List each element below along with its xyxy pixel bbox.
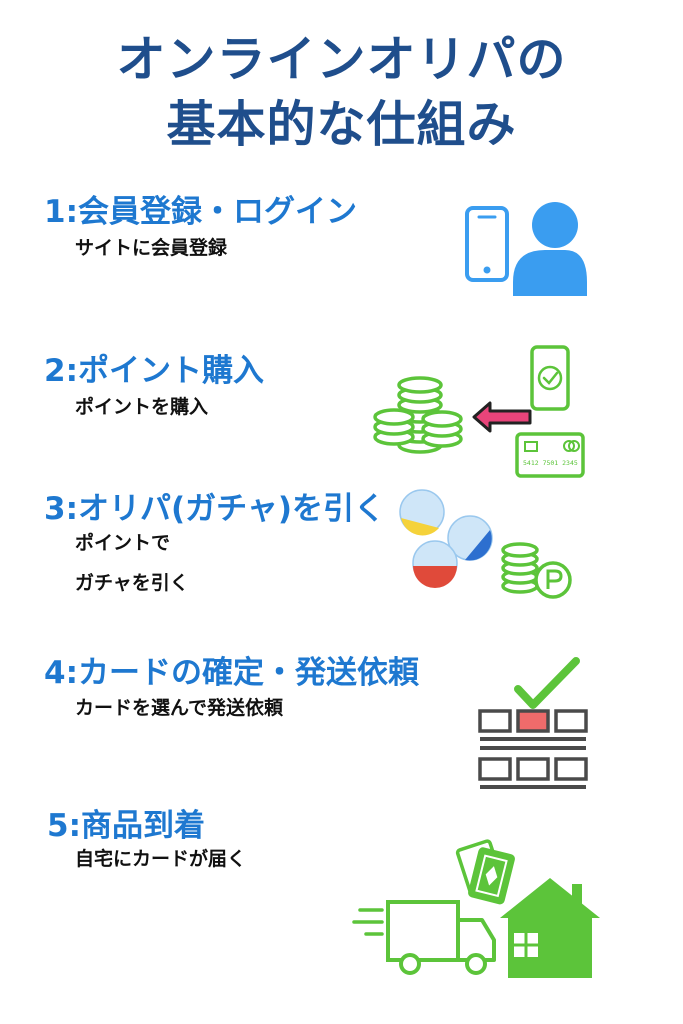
step-3-heading: 3:オリパ(ガチャ)を引く (44, 491, 385, 527)
capsule-red-icon (412, 540, 458, 588)
delivery-home-illustration (352, 839, 600, 978)
step-5-heading: 5:商品到着 (47, 808, 205, 844)
step-4-description: カードを選んで発送依頼 (75, 697, 284, 719)
arrow-left-icon (472, 401, 532, 433)
step-3-description-line2: ガチャを引く (75, 572, 189, 594)
card-grid-icon (478, 709, 588, 789)
title-line-2: 基本的な仕組み (166, 96, 517, 153)
step-4-heading: 4:カードの確定・発送依頼 (44, 655, 419, 691)
credit-card-icon: 5412 7501 2345 (515, 432, 585, 478)
smartphone-user-icon (465, 202, 587, 296)
capsule-yellow-icon (399, 489, 445, 536)
step-3-description-line1: ポイントで (75, 532, 171, 554)
card-number-text: 5412 7501 2345 (523, 459, 578, 467)
step-1-description: サイトに会員登録 (75, 237, 228, 259)
checkmark-icon (514, 657, 580, 709)
house-icon (500, 878, 600, 978)
step-2-heading: 2:ポイント購入 (44, 353, 264, 389)
cards-icon (455, 839, 515, 905)
card-selection-grid-illustration (478, 657, 588, 789)
step-2-description: ポイントを購入 (75, 396, 209, 418)
coin-stacks-icon (373, 376, 463, 454)
gacha-capsules-illustration (399, 489, 572, 599)
delivery-truck-icon (352, 900, 496, 975)
step-1-heading: 1:会員登録・ログイン (44, 194, 357, 230)
step-5-description: 自宅にカードが届く (75, 848, 247, 870)
coins-payment-illustration: 5412 7501 2345 (373, 345, 585, 478)
coins-p-icon (501, 542, 572, 599)
selected-card-icon (516, 709, 550, 733)
smartphone-check-icon (530, 345, 570, 411)
capsule-blue-icon (447, 515, 493, 561)
title-line-1: オンラインオリパの (116, 31, 567, 88)
